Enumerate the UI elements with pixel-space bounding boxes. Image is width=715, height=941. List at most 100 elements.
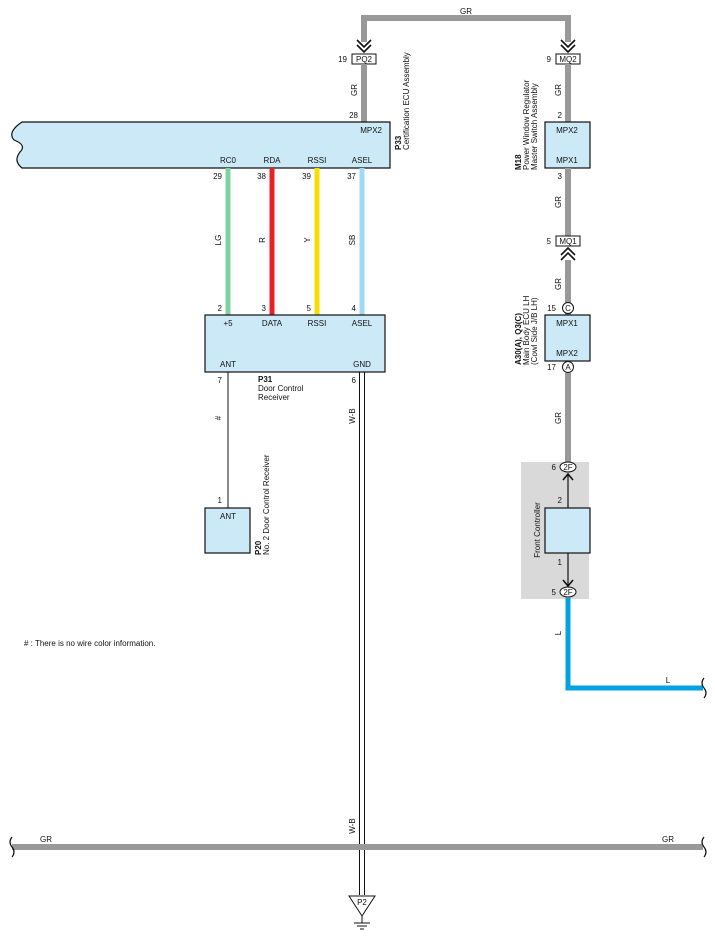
pq2-chevron: [356, 39, 372, 54]
p31-pin-4: 4: [352, 304, 357, 313]
p31-pin-7: 7: [218, 376, 223, 385]
p31-terminal-ant: ANT: [220, 360, 236, 369]
mq1-pin: 5: [547, 237, 552, 246]
p20-name: No. 2 Door Control Receiver: [262, 454, 271, 555]
p31-code: P31: [258, 375, 273, 384]
wire-color-note: # : There is no wire color information.: [24, 639, 155, 648]
p31-terminal-data: DATA: [262, 319, 283, 328]
l-wire: [565, 598, 703, 691]
mq1-connector: [555, 235, 581, 247]
m18-mpx2-label: MPX2: [556, 126, 578, 135]
mq2-m18-wire-label: GR: [554, 84, 563, 96]
ground-wire-label: W-B: [348, 818, 357, 833]
l-wire-horizontal-label: L: [666, 676, 671, 685]
wire-y-label: Y: [303, 237, 312, 243]
front-controller-bottom-conn: [559, 586, 577, 598]
a30-front-wire-label: GR: [554, 412, 563, 424]
p33-terminal-rda: RDA: [264, 156, 282, 165]
a30-mpx2-pin: 17: [547, 363, 556, 372]
ground-triangle: [348, 895, 376, 917]
front-controller-inner-bottom: 1: [558, 558, 563, 567]
m18-mpx2-pin: 2: [558, 111, 563, 120]
m18-code: M18: [514, 154, 523, 170]
pq2-pin: 19: [338, 55, 347, 64]
a30-mpx2-label: MPX2: [556, 349, 578, 358]
mq1-a30-wire-label: GR: [554, 278, 563, 290]
bottom-bus-right-break: [701, 836, 707, 858]
p31-terminal-plus5: +5: [223, 319, 233, 328]
gnd-wire-label: W-B: [348, 408, 357, 423]
bottom-bus-left-break: [9, 836, 15, 858]
p33-pin-38: 38: [257, 172, 266, 181]
a30-conn-c: C: [565, 304, 571, 313]
bottom-bus-left-label: GR: [40, 835, 52, 844]
p33-pin-29: 29: [213, 172, 222, 181]
p31-name-line1: Door Control: [258, 384, 304, 393]
p33-terminal-asel: ASEL: [352, 156, 373, 165]
front-controller-top-conn-label: 2F: [563, 463, 572, 472]
front-controller-top-pin: 6: [552, 463, 557, 472]
a30-conn-c-circle: [562, 302, 574, 314]
a30-name-line1: Main Body ECU LH: [522, 295, 531, 365]
p31-terminal-rssi: RSSI: [308, 319, 327, 328]
a30-code: A30(A), Q3(C): [514, 313, 523, 365]
p33-terminal-rc0: RC0: [220, 156, 237, 165]
p33-pin-37: 37: [347, 172, 356, 181]
ant-wire-label: #: [214, 415, 223, 420]
p33-terminal-rssi: RSSI: [308, 156, 327, 165]
a30-box: [544, 314, 591, 362]
p33-mpx2-label: MPX2: [360, 126, 382, 135]
pq2-label: PQ2: [356, 55, 373, 64]
m18-name-line2: Master Switch Assembly: [530, 83, 539, 170]
p31-pin-6: 6: [352, 376, 357, 385]
pq2-p33-wire-label: GR: [350, 84, 359, 96]
p20-pin: 1: [218, 496, 223, 505]
m18-mq1-wire-label: GR: [554, 196, 563, 208]
p31-terminal-gnd: GND: [353, 360, 371, 369]
top-gr-wire-label: GR: [460, 7, 472, 16]
top-gr-wire: [361, 15, 571, 42]
p31-box: [204, 314, 386, 373]
m18-mpx1-pin: 3: [558, 172, 563, 181]
a30-conn-a: A: [565, 363, 571, 372]
ground-point-label: P2: [357, 898, 367, 907]
a30-name-line2: (Cowl Side J/B LH): [530, 297, 539, 365]
front-controller-box: [544, 507, 591, 554]
bottom-bus-right-label: GR: [662, 835, 674, 844]
p31-name-line2: Receiver: [258, 393, 290, 402]
p33-pin-39: 39: [302, 172, 311, 181]
front-controller-bottom-pin: 5: [552, 588, 557, 597]
a30-conn-a-circle: [562, 361, 574, 373]
mq2-label: MQ2: [559, 55, 577, 64]
front-controller-bottom-conn-label: 2F: [563, 588, 572, 597]
mq1-chevron: [560, 246, 576, 261]
p33-box: [11, 121, 391, 169]
wire-lg-label: LG: [214, 235, 223, 246]
l-wire-vertical-label: L: [554, 630, 563, 635]
p31-pin-3: 3: [262, 304, 267, 313]
front-controller-name: Front Controller: [533, 502, 542, 558]
p20-box: [204, 507, 251, 554]
mq1-label: MQ1: [559, 237, 577, 246]
a30-mpx1-pin: 15: [547, 304, 556, 313]
l-wire-break: [701, 677, 707, 699]
mq2-chevron: [560, 39, 576, 54]
a30-mpx1-label: MPX1: [556, 319, 578, 328]
p31-pin-2: 2: [218, 304, 223, 313]
p20-code: P20: [254, 540, 263, 555]
p33-name: Certification ECU Assembly: [402, 52, 411, 150]
front-controller-inner-top: 2: [558, 496, 563, 505]
m18-mpx1-label: MPX1: [556, 156, 578, 165]
wire-r-label: R: [258, 237, 267, 243]
front-controller-bottom-arrow: [562, 579, 574, 588]
wire-sb-label: SB: [348, 235, 357, 246]
m18-name-line1: Power Window Regulator: [522, 79, 531, 170]
p31-pin-5: 5: [307, 304, 312, 313]
front-controller-top-conn: [559, 461, 577, 473]
p20-label: ANT: [220, 512, 236, 521]
mq2-pin: 9: [547, 55, 552, 64]
p33-code: P33: [394, 135, 403, 150]
m18-box: [544, 121, 591, 169]
p31-terminal-asel: ASEL: [352, 319, 373, 328]
